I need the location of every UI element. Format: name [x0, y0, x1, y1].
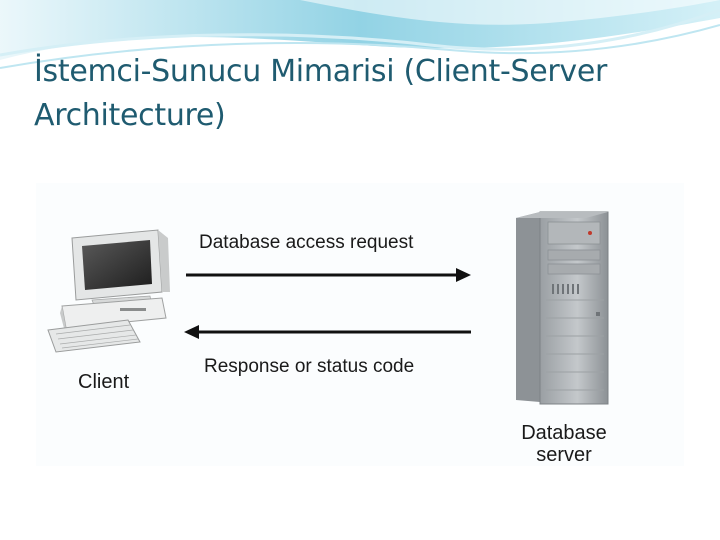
client-label: Client	[78, 371, 130, 393]
header-swoosh-decoration	[0, 0, 720, 69]
desktop-computer-icon	[47, 229, 170, 353]
response-label: Response or status code	[204, 356, 415, 377]
request-label: Database access request	[199, 232, 414, 253]
server-label: Database server	[521, 422, 607, 466]
left-arrow-icon	[184, 325, 471, 339]
tower-server-icon	[516, 211, 609, 405]
slide-title: İstemci-Sunucu Mimarisi (Client-Server A…	[34, 54, 608, 133]
right-arrow-icon	[186, 268, 471, 282]
